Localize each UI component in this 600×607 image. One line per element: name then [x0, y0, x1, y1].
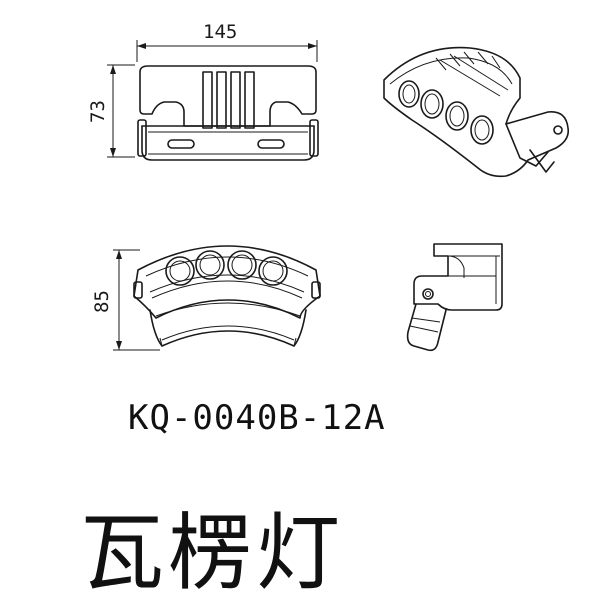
width-dimension-label: 145 — [203, 21, 237, 43]
front-view: 145 73 — [87, 21, 318, 160]
top-view: 85 — [91, 246, 320, 350]
isometric-view — [384, 48, 568, 177]
depth-dimension-label: 85 — [91, 290, 113, 313]
side-view — [408, 244, 502, 350]
model-number: KQ-0040B-12A — [128, 398, 386, 438]
product-name: 瓦楞灯 — [80, 486, 344, 607]
height-dimension-label: 73 — [87, 100, 109, 123]
